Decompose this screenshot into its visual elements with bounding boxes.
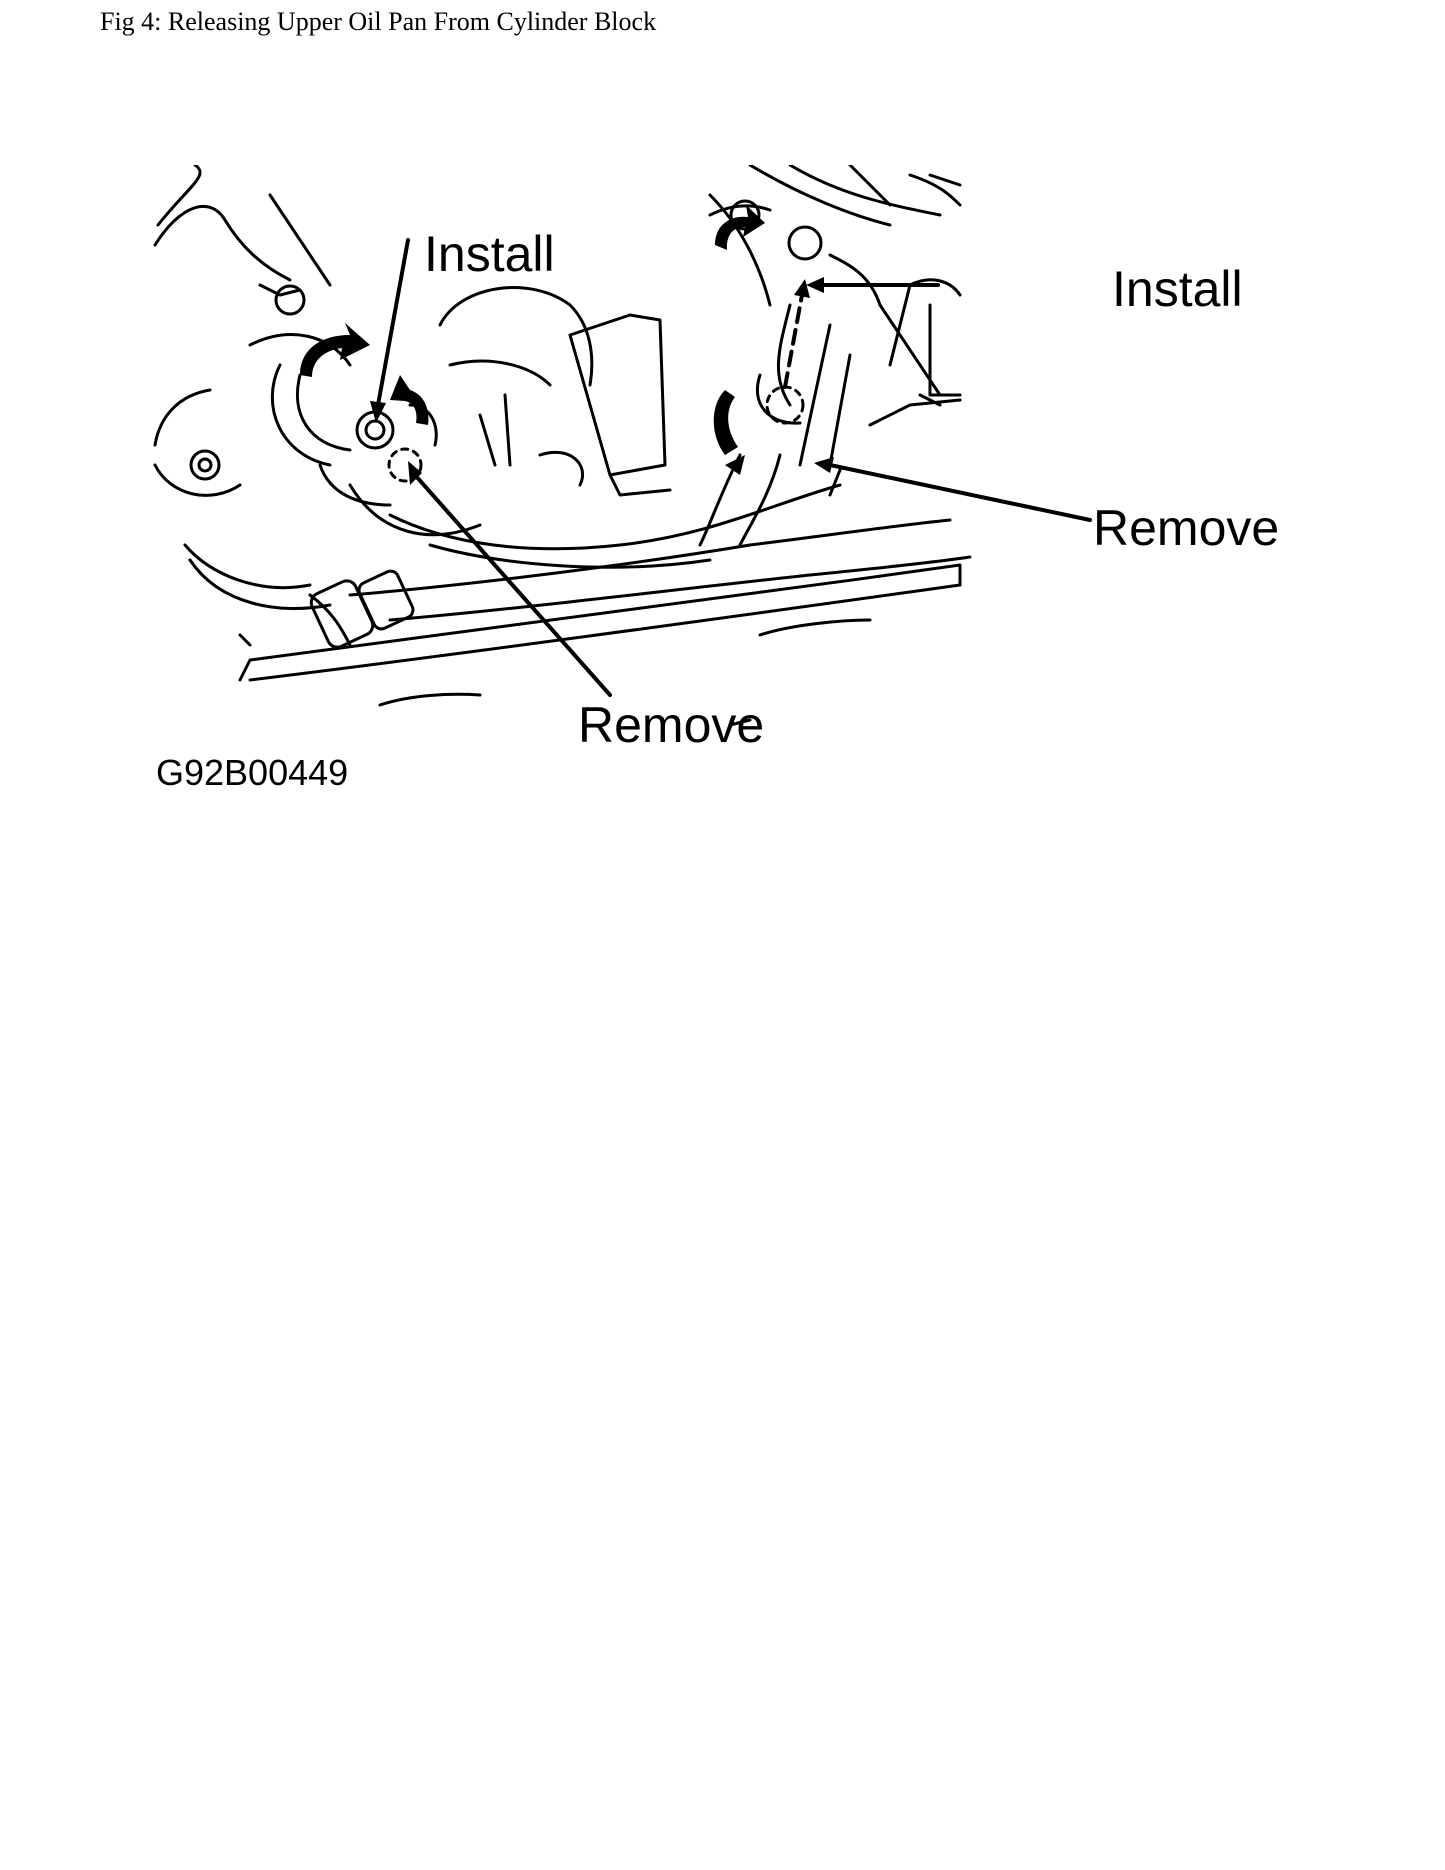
right-install-label: Install: [1112, 261, 1243, 317]
left-install-label: Install: [424, 226, 555, 282]
left-remove-label: Remove: [578, 697, 765, 753]
figure-code: G92B00449: [156, 752, 349, 793]
figure-caption: Fig 4: Releasing Upper Oil Pan From Cyli…: [100, 7, 657, 36]
rotation-arrows: [300, 205, 765, 475]
right-remove-label: Remove: [1093, 500, 1280, 556]
engine-block-sketch: [153, 165, 972, 727]
leader-arrows: [370, 238, 1092, 697]
oil-pan-illustration: [150, 165, 1310, 815]
